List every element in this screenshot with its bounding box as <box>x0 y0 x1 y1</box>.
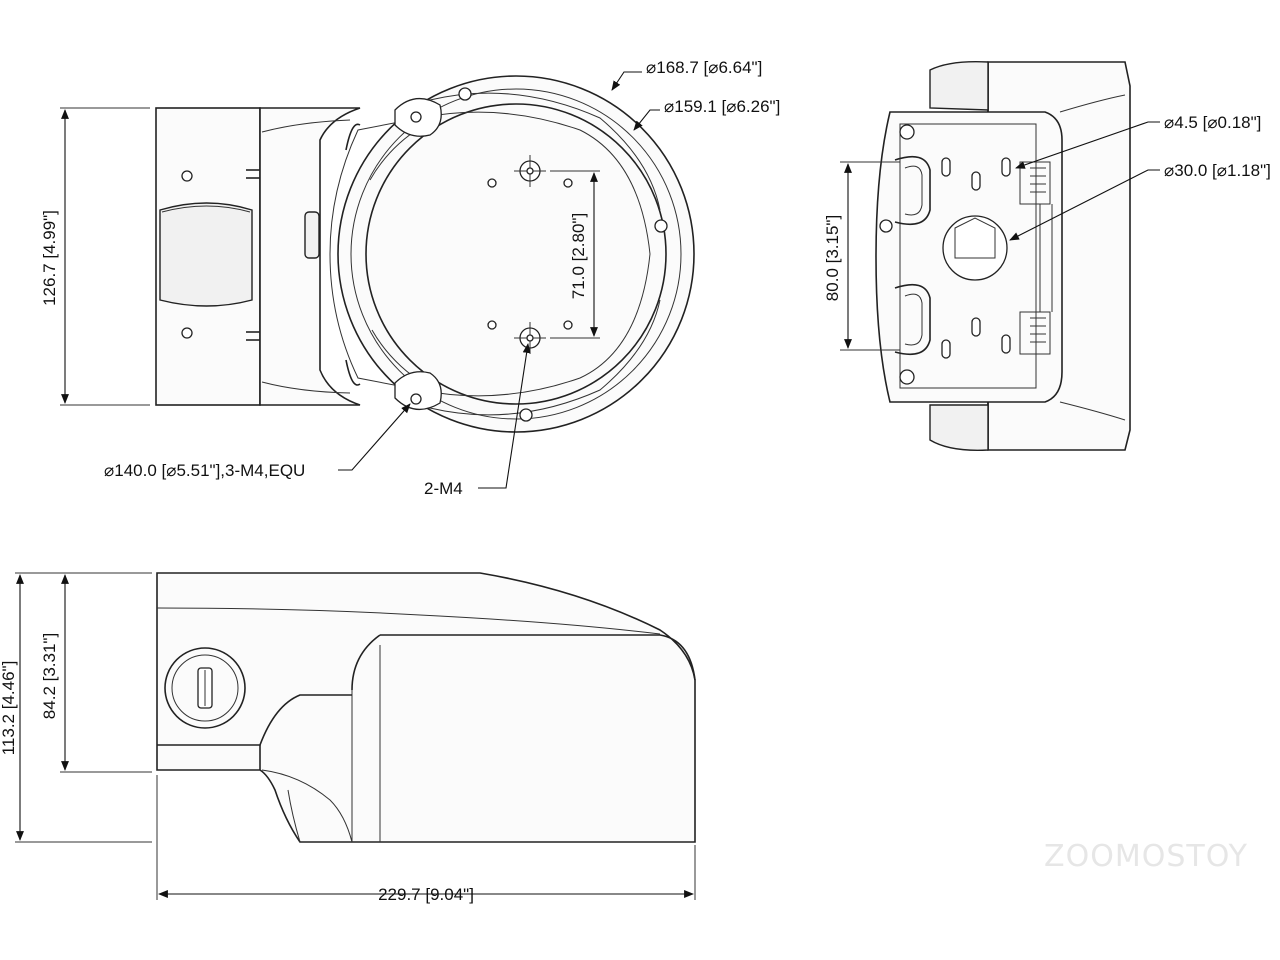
profile-view <box>156 572 696 843</box>
cable-hole-leader <box>1009 169 1160 241</box>
total-length-label: 229.7 [9.04"] <box>378 885 474 904</box>
side-hole-label: ⌀4.5 [⌀0.18"] <box>1164 113 1261 132</box>
mount-holes-label: ⌀140.0 [⌀5.51"],3-M4,EQU <box>104 461 305 480</box>
screw-holes-leader <box>478 343 531 489</box>
front-plate-screw-bottom <box>181 327 193 339</box>
rear-view <box>875 60 1131 451</box>
center-screw-top <box>514 155 546 187</box>
dome-outer-ring <box>337 75 695 433</box>
front-plate-slot <box>159 202 253 307</box>
cable-hole-label: ⌀30.0 [⌀1.18"] <box>1164 161 1271 180</box>
outer-diameter-label: ⌀168.7 [⌀6.64"] <box>646 58 762 77</box>
mount-holes-leader <box>338 403 411 471</box>
screw-holes-label: 2-M4 <box>424 479 463 498</box>
watermark: ZOOMOSTOY <box>1044 839 1248 874</box>
body-height-label: 84.2 [3.31"] <box>40 633 59 719</box>
front-plate-screw-top <box>181 170 193 182</box>
mount-ear-bottom <box>394 371 442 410</box>
inner-diameter-label: ⌀159.1 [⌀6.26"] <box>664 97 780 116</box>
inner-diameter-leader <box>633 109 660 131</box>
side-hole-leader <box>1015 121 1160 169</box>
front-view <box>155 75 695 433</box>
total-height-label: 113.2 [4.46"] <box>0 661 18 756</box>
center-screw-bottom <box>514 322 546 354</box>
front-dimensions: 126.7 [4.99"] 71.0 [2.80"] ⌀168.7 [⌀6.64… <box>40 58 780 498</box>
hole-spacing-label: 71.0 [2.80"] <box>569 213 588 299</box>
outer-diameter-leader <box>611 71 642 91</box>
profile-dimensions: 113.2 [4.46"] 84.2 [3.31"] 229.7 [9.04"] <box>0 572 696 904</box>
rear-dimensions: 80.0 [3.15"] ⌀4.5 [⌀0.18"] ⌀30.0 [⌀1.18"… <box>823 113 1271 351</box>
profile-knob <box>164 647 246 729</box>
side-spacing-label: 80.0 [3.15"] <box>823 215 842 301</box>
mount-hole-m4 <box>410 393 422 405</box>
side-hole-slot <box>1001 157 1011 177</box>
front-neck-tab <box>304 211 320 259</box>
front-height-label: 126.7 [4.99"] <box>40 210 59 306</box>
cable-hole <box>942 215 1008 281</box>
rear-plate-screw-bl <box>899 369 915 385</box>
rear-plate-screw-tl <box>899 124 915 140</box>
